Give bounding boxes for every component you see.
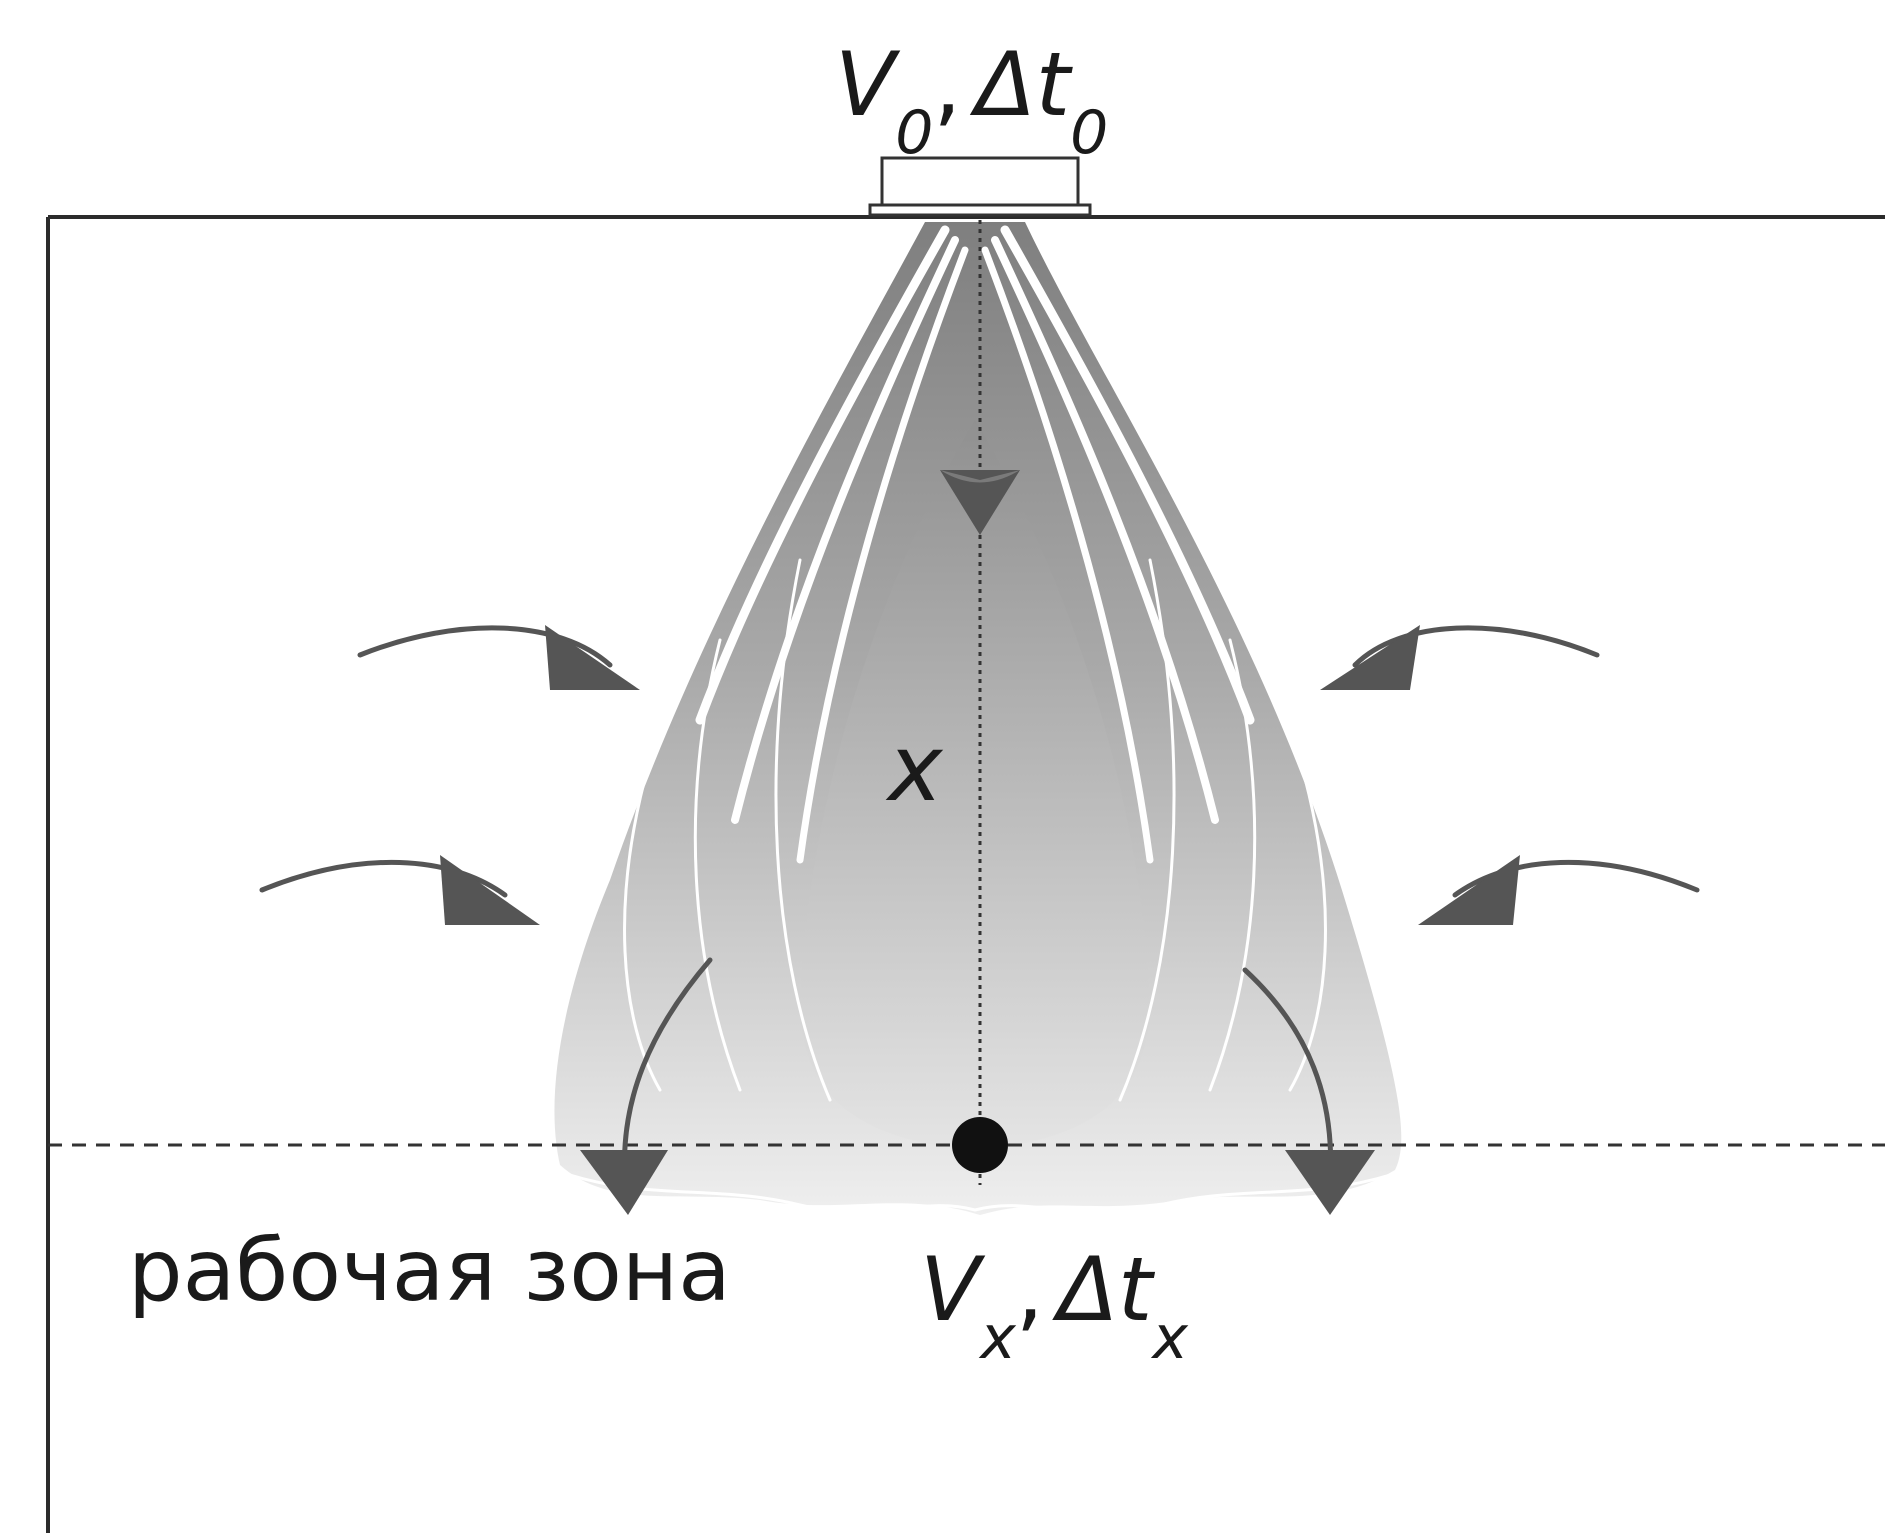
label-bottom-v: V: [920, 1238, 986, 1341]
label-top-v: V: [835, 33, 901, 136]
left-upper-entrainment-curve: [357, 625, 613, 668]
label-initial-velocity: V0,Δt0: [835, 33, 1108, 168]
label-axis-x: x: [885, 715, 944, 822]
label-bottom-dt-sub: x: [1150, 1303, 1188, 1373]
label-working-zone: рабочая зона: [128, 1221, 731, 1321]
streamline: [774, 558, 832, 1102]
label-top-dt-sub: 0: [1070, 98, 1108, 168]
air-diffuser: [868, 156, 1092, 217]
label-top-dt: Δt: [969, 33, 1073, 136]
streamline: [1118, 558, 1176, 1102]
right-upper-entrainment-curve: [1352, 625, 1600, 668]
room-boundary: [46, 215, 1885, 1533]
label-zone-velocity: Vx,Δtx: [920, 1238, 1188, 1373]
streamline: [1000, 225, 1255, 725]
right-outflow-arrowhead-icon: [1285, 1150, 1375, 1215]
right-lower-entrainment-curve: [1452, 859, 1700, 898]
streamline: [981, 246, 1154, 864]
left-lower-arrowhead-icon: [440, 855, 540, 925]
jet-inner-core: [800, 420, 1150, 1150]
label-top-v-sub: 0: [895, 98, 933, 168]
streamline: [796, 246, 969, 864]
air-jet-cone: [554, 222, 1402, 1215]
label-bottom-sep: ,: [1016, 1238, 1044, 1341]
right-lower-arrowhead-icon: [1418, 855, 1520, 925]
axis-arrow-notch: [940, 470, 1020, 483]
axis-arrow-down-icon: [940, 470, 1020, 535]
streamline: [695, 225, 950, 725]
streamline-bottom-edge: [568, 1173, 1392, 1214]
diffuser-body: [880, 156, 1080, 207]
streamline: [693, 638, 742, 1092]
left-outflow-arrowhead-icon: [580, 1150, 668, 1215]
entrainment-arrows: [259, 625, 1700, 1183]
left-upper-arrowhead-icon: [545, 625, 640, 690]
label-bottom-v-sub: x: [978, 1303, 1016, 1373]
streamline: [1208, 638, 1257, 1092]
streamline: [991, 236, 1219, 824]
measurement-point: [952, 1117, 1008, 1173]
left-lower-entrainment-curve: [259, 859, 508, 898]
label-top-sep: ,: [933, 33, 961, 136]
streamline: [731, 236, 959, 824]
streamline: [1288, 758, 1327, 1092]
jet-streamlines: [568, 225, 1392, 1214]
diffuser-flange: [868, 203, 1092, 217]
right-upper-arrowhead-icon: [1320, 625, 1420, 690]
label-bottom-dt: Δt: [1052, 1238, 1156, 1341]
